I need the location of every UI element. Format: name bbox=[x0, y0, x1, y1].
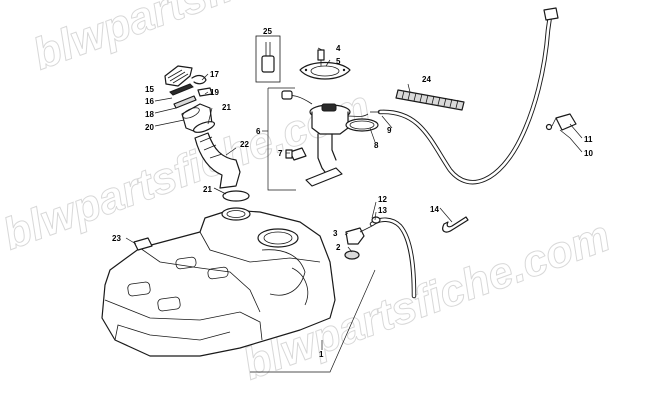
vent-hose-clamp bbox=[371, 216, 381, 224]
callout-12: 12 bbox=[378, 195, 387, 204]
callout-3: 3 bbox=[333, 229, 338, 238]
callout-22: 22 bbox=[240, 140, 249, 149]
callout-2: 2 bbox=[336, 243, 341, 252]
callout-11: 11 bbox=[584, 135, 593, 144]
callout-6: 6 bbox=[256, 127, 261, 136]
fuel-tank bbox=[101, 207, 336, 357]
filler-cap bbox=[164, 65, 193, 87]
callout-4: 4 bbox=[336, 44, 341, 53]
callout-5: 5 bbox=[336, 57, 341, 66]
neck-spring bbox=[173, 95, 197, 109]
callout-20: 20 bbox=[145, 123, 154, 132]
fuel-pump-bracket bbox=[267, 87, 296, 191]
hose-clamp-upper bbox=[192, 121, 216, 133]
callout-16: 16 bbox=[145, 97, 154, 106]
pump-harness bbox=[281, 90, 313, 105]
callout-18: 18 bbox=[145, 110, 154, 119]
callout-24: 24 bbox=[422, 75, 431, 84]
callout-7: 7 bbox=[278, 149, 283, 158]
callout-14: 14 bbox=[430, 205, 439, 214]
callout-21-upper: 21 bbox=[222, 103, 231, 112]
cap-tether bbox=[191, 74, 207, 85]
rollover-valve bbox=[345, 225, 373, 245]
fuel-level-sender bbox=[285, 147, 307, 161]
callout-10: 10 bbox=[584, 149, 593, 158]
hose-clamp-lower bbox=[222, 190, 250, 202]
pump-retaining-ring bbox=[299, 61, 351, 80]
callout-19: 19 bbox=[210, 88, 219, 97]
callout-8: 8 bbox=[374, 141, 379, 150]
cap-retainer bbox=[197, 87, 213, 97]
filler-hose bbox=[194, 132, 241, 189]
rollover-valve-grommet bbox=[344, 250, 360, 260]
callout-25: 25 bbox=[263, 27, 272, 36]
cap-gasket bbox=[169, 83, 194, 96]
callout-23: 23 bbox=[112, 234, 121, 243]
hose-retainer bbox=[442, 216, 469, 233]
line-clip bbox=[545, 113, 577, 131]
pump-connector bbox=[255, 35, 281, 83]
callout-17: 17 bbox=[210, 70, 219, 79]
watermark-text: blwpartsfiche.com bbox=[27, 0, 407, 79]
watermark-group: blwpartsfiche.com blwpartsfiche.com blwp… bbox=[0, 0, 617, 390]
fuel-supply-hose bbox=[377, 7, 559, 185]
hose-sleeve bbox=[395, 89, 465, 111]
fuel-pump-module bbox=[305, 103, 369, 187]
callouts: 1 2 3 4 5 6 7 8 9 10 11 12 13 14 15 16 1… bbox=[112, 27, 593, 359]
callout-15: 15 bbox=[145, 85, 154, 94]
tank-pad bbox=[133, 237, 153, 251]
pump-seal bbox=[345, 118, 379, 132]
callout-9: 9 bbox=[387, 126, 392, 135]
leader-lines bbox=[125, 47, 583, 373]
callout-21-lower: 21 bbox=[203, 185, 212, 194]
callout-1: 1 bbox=[319, 350, 324, 359]
callout-13: 13 bbox=[378, 206, 387, 215]
